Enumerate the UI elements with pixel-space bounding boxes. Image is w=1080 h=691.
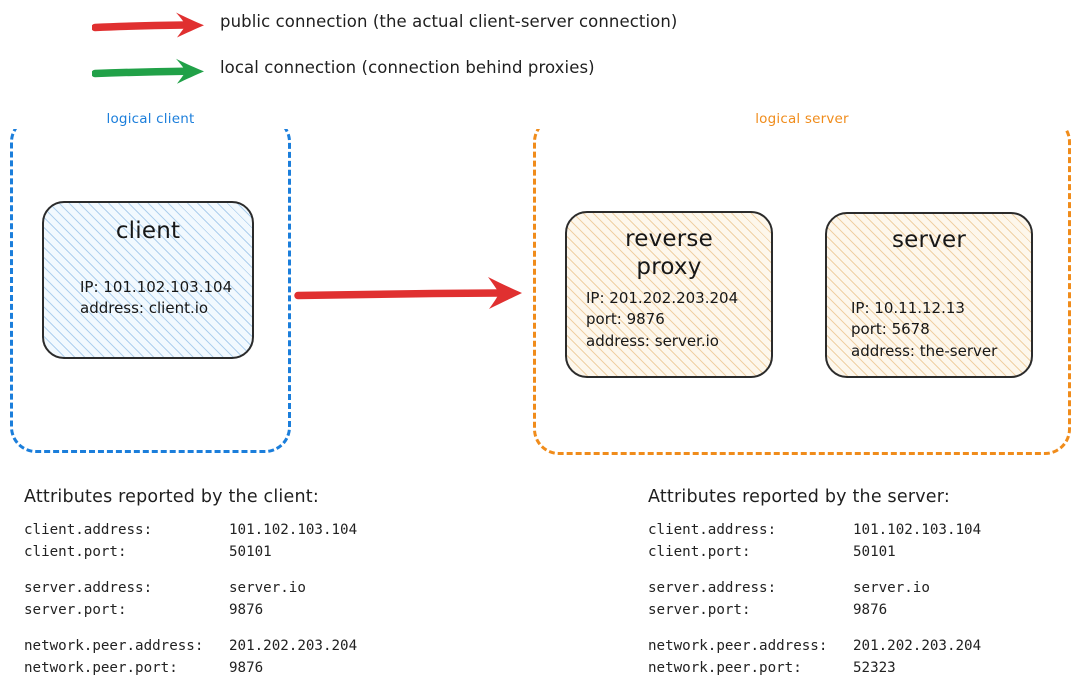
attribute-group: client.address: 101.102.103.104 client.p…	[648, 520, 1068, 563]
attribute-row: network.peer.address: 201.202.203.204	[648, 636, 1068, 658]
node-reverse-proxy-title: reverse proxy	[625, 226, 713, 281]
node-server-title: server	[891, 227, 966, 253]
arrow-right-icon	[91, 52, 210, 92]
attribute-value: 101.102.103.104	[853, 522, 982, 538]
logical-client-group: logical client	[10, 109, 291, 453]
legend: public connection (the actual client-ser…	[0, 0, 1080, 100]
attributes-server-title: Attributes reported by the server:	[648, 487, 950, 507]
node-reverse-proxy-body: IP: 201.202.203.204 port: 9876 address: …	[586, 289, 739, 350]
node-server-body: IP: 10.11.12.13 port: 5678 address: the-…	[851, 299, 998, 360]
attribute-row: server.port: 9876	[24, 600, 494, 622]
attribute-key: network.peer.port:	[24, 659, 178, 676]
attribute-key: server.address:	[648, 580, 777, 597]
attribute-row: network.peer.port: 9876	[24, 658, 494, 680]
attribute-row: network.peer.port: 52323	[648, 658, 1068, 680]
logical-server-label: logical server	[536, 109, 1068, 129]
attribute-key: client.port:	[24, 543, 127, 560]
attribute-value: 52323	[853, 659, 896, 676]
attribute-row: client.address: 101.102.103.104	[24, 520, 494, 542]
attributes-client-panel: Attributes reported by the client: clien…	[24, 487, 494, 679]
attribute-row: client.address: 101.102.103.104	[648, 520, 1068, 542]
attributes-server-list: client.address: 101.102.103.104 client.p…	[648, 520, 1068, 679]
attribute-key: network.peer.address:	[648, 638, 828, 655]
node-client[interactable]: client IP: 101.102.103.104 address: clie…	[42, 201, 254, 359]
attribute-value: server.io	[853, 580, 930, 597]
node-client-title: client	[115, 218, 181, 244]
attribute-value: 201.202.203.204	[229, 638, 358, 655]
attribute-group: client.address: 101.102.103.104 client.p…	[24, 520, 494, 563]
attribute-value: 50101	[853, 543, 896, 560]
attribute-value: 101.102.103.104	[229, 522, 358, 538]
node-reverse-proxy[interactable]: reverse proxy IP: 201.202.203.204 port: …	[565, 211, 773, 378]
attribute-row: network.peer.address: 201.202.203.204	[24, 636, 494, 658]
logical-server-group: logical server	[533, 109, 1071, 455]
attribute-key: server.port:	[648, 601, 751, 618]
attribute-group: server.address: server.io server.port: 9…	[648, 578, 1068, 621]
attribute-group: server.address: server.io server.port: 9…	[24, 578, 494, 621]
attribute-value: 9876	[229, 601, 264, 618]
logical-client-label: logical client	[13, 109, 288, 129]
attribute-row: server.address: server.io	[24, 578, 494, 600]
arrow-right-icon	[91, 6, 210, 46]
legend-item-local: local connection (connection behind prox…	[0, 52, 1080, 92]
attribute-value: 50101	[229, 543, 272, 560]
attributes-server-panel: Attributes reported by the server: clien…	[648, 487, 1068, 679]
legend-item-public: public connection (the actual client-ser…	[0, 6, 1080, 46]
attribute-row: server.port: 9876	[648, 600, 1068, 622]
node-client-body: IP: 101.102.103.104 address: client.io	[80, 278, 233, 318]
attribute-row: client.port: 50101	[24, 542, 494, 564]
attributes-client-title: Attributes reported by the client:	[24, 487, 319, 507]
attribute-key: client.port:	[648, 543, 751, 560]
attribute-key: server.address:	[24, 580, 153, 597]
attribute-group: network.peer.address: 201.202.203.204 ne…	[24, 636, 494, 679]
attribute-row: client.port: 50101	[648, 542, 1068, 564]
public-connection-arrow	[292, 268, 532, 322]
attribute-key: client.address:	[648, 522, 777, 538]
legend-label-public: public connection (the actual client-ser…	[220, 12, 678, 31]
attribute-key: network.peer.port:	[648, 659, 802, 676]
attribute-key: client.address:	[24, 522, 153, 538]
attribute-value: 201.202.203.204	[853, 638, 982, 655]
attribute-value: 9876	[853, 601, 888, 618]
attribute-key: network.peer.address:	[24, 638, 204, 655]
attribute-value: 9876	[229, 659, 264, 676]
attribute-row: server.address: server.io	[648, 578, 1068, 600]
attribute-key: server.port:	[24, 601, 127, 618]
legend-label-local: local connection (connection behind prox…	[220, 58, 595, 77]
node-server[interactable]: server IP: 10.11.12.13 port: 5678 addres…	[825, 212, 1033, 378]
attributes-client-list: client.address: 101.102.103.104 client.p…	[24, 520, 494, 679]
attribute-value: server.io	[229, 580, 306, 597]
attribute-group: network.peer.address: 201.202.203.204 ne…	[648, 636, 1068, 679]
